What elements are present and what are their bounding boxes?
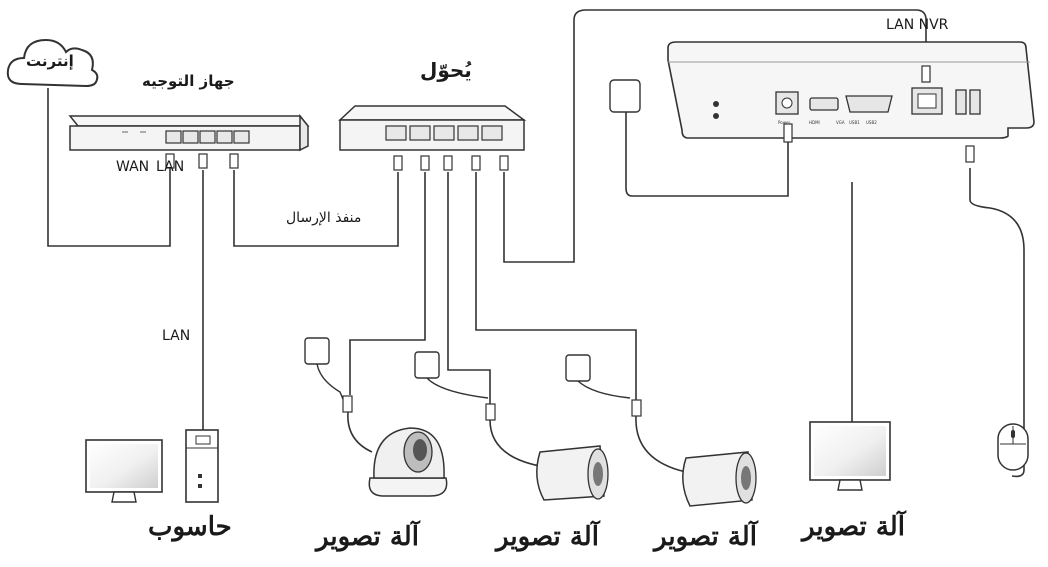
switch-label: يُحوّل [420, 58, 472, 82]
nvr-power-adapter [609, 79, 641, 113]
cable-nvr-mouse [969, 168, 1025, 478]
switch-plugs [393, 155, 509, 171]
nvr-port-labels: Power HDMI VGA USB1 USB2 [778, 120, 877, 125]
router-lan-label: LAN [156, 159, 185, 175]
cable-switch-nvr [503, 9, 927, 263]
switch-device [338, 105, 527, 151]
camera-connectors [342, 395, 642, 421]
router-device [68, 113, 310, 152]
cam2-power-adapter [414, 351, 440, 379]
nvr-port-label: VGA [836, 120, 845, 125]
nvr-port-label: Power [778, 120, 790, 125]
nvr-lan-label: LAN NVR [886, 17, 949, 33]
nvr-usb-port [955, 89, 967, 115]
cable-router-switch [233, 170, 399, 247]
nvr-hdmi-port [809, 97, 839, 111]
bullet-camera-2-icon [682, 451, 757, 507]
uplink-port-label: منفذ الإرسال [286, 210, 362, 226]
adapter-cables [316, 363, 631, 405]
router-plugs [165, 153, 239, 169]
pc-monitor-icon [85, 439, 163, 503]
bullet-camera-2-label: آلة تصوير [654, 522, 757, 552]
wan-label: WAN [116, 159, 150, 175]
nvr-monitor-icon [809, 421, 891, 491]
nvr-device [667, 41, 1035, 139]
cam3-power-adapter [565, 354, 591, 382]
nvr-port-label: USB1 [849, 120, 860, 125]
bullet-camera-1-icon [536, 445, 609, 501]
cables [47, 9, 1025, 478]
nvr-port-label: USB2 [866, 120, 877, 125]
internet-cloud-icon [6, 38, 99, 88]
mouse-icon [997, 423, 1029, 471]
pc-lan-label: LAN [162, 328, 191, 344]
cable-switch-cam2 [447, 172, 491, 405]
cable-switch-cam3 [475, 172, 637, 400]
internet-label: إنترنت [26, 52, 74, 70]
dome-camera-label: آلة تصوير [316, 522, 419, 552]
nvr-vga-port [845, 95, 893, 113]
adapters [304, 79, 641, 382]
nvr-plugs [783, 65, 975, 163]
router-label: جهاز التوجيه [142, 72, 235, 90]
pc-label: حاسوب [148, 512, 232, 542]
camera-pigtails [347, 411, 687, 473]
bullet-camera-1-label: آلة تصوير [496, 522, 599, 552]
cable-switch-cam1 [349, 172, 426, 395]
dome-camera-icon [368, 427, 448, 497]
cam1-power-adapter [304, 337, 330, 365]
nvr-port-label: HDMI [809, 120, 820, 125]
cable-nvr-power [625, 112, 789, 197]
cable-internet-wan [47, 88, 171, 247]
pc-tower-icon [185, 429, 219, 503]
monitor-label: آلة تصوير [802, 512, 905, 542]
